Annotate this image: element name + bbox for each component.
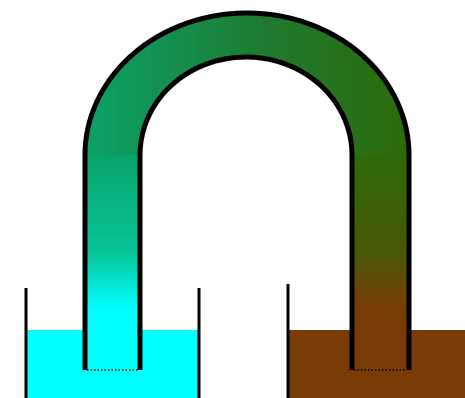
siphon-diagram [0, 0, 465, 398]
